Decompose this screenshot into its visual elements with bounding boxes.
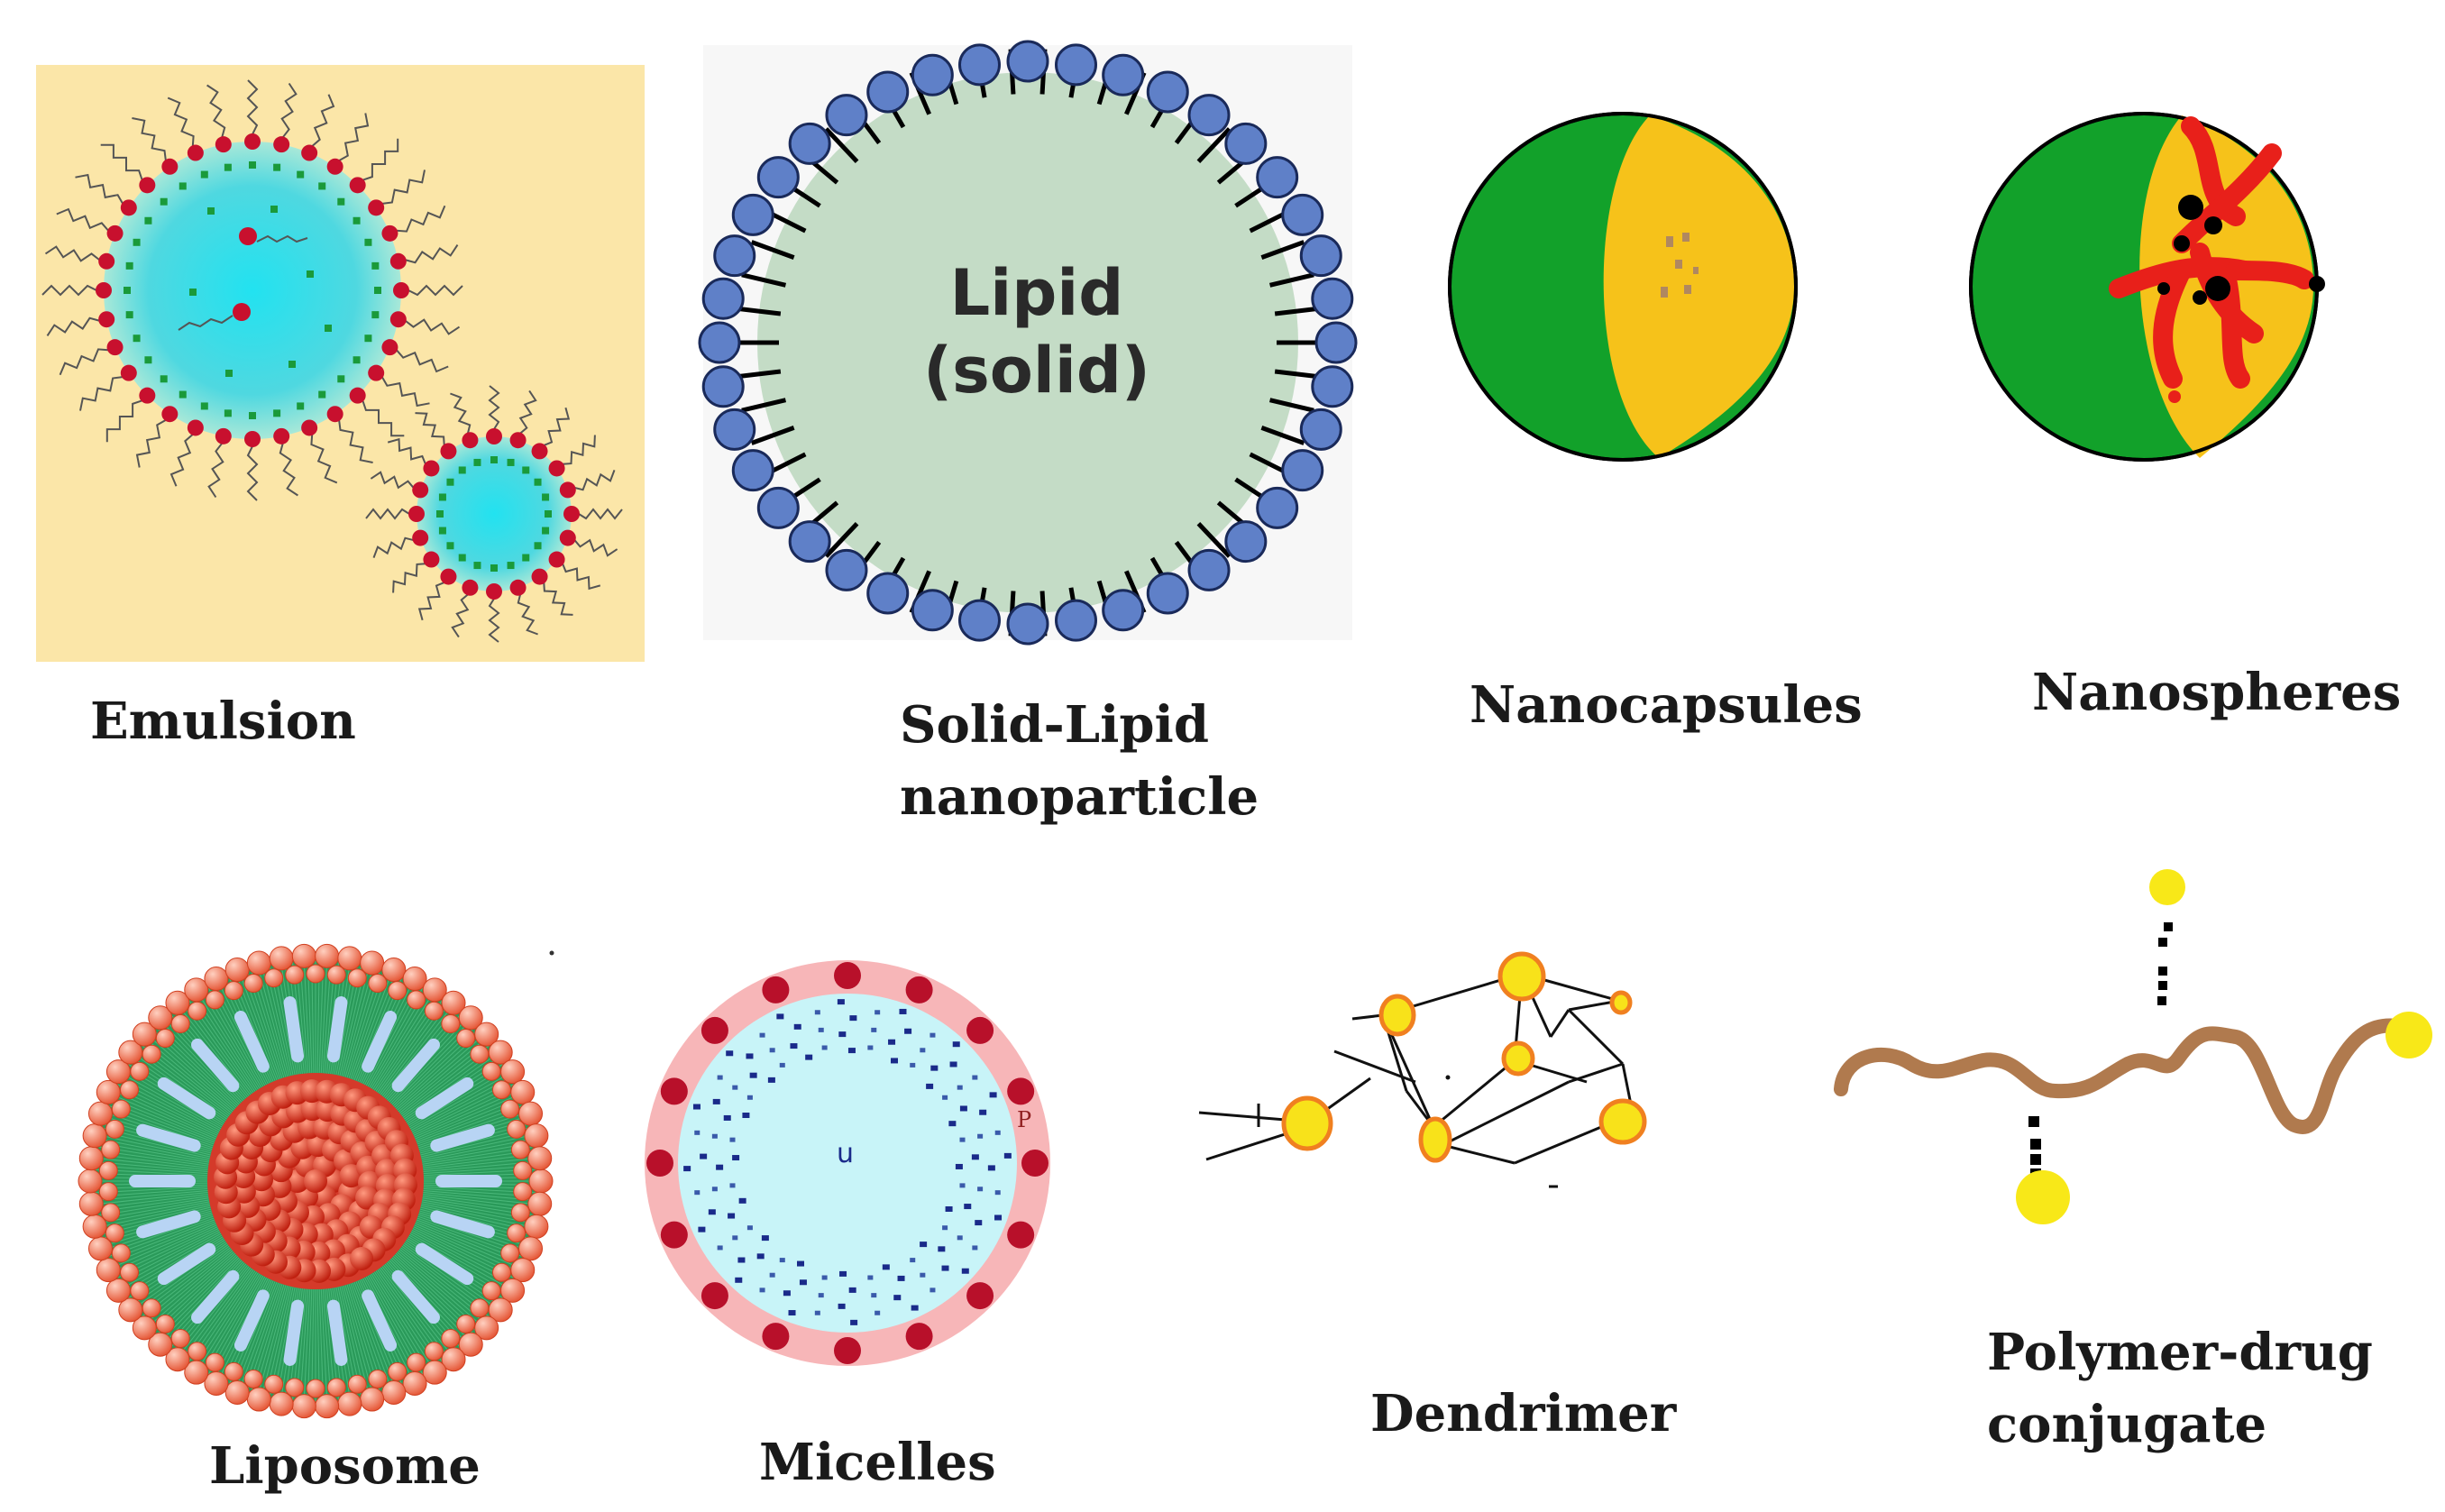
label-solid-lipid-nanoparticle: Solid-Lipid nanoparticle	[900, 689, 1259, 833]
sln-core-label-line2: (solid)	[923, 334, 1150, 408]
label-polymer-drug-conjugate: Polymer-drug conjugate	[1987, 1316, 2373, 1461]
solid-lipid-nanoparticle-illustration	[698, 40, 1358, 646]
sln-core-label: Lipid (solid)	[902, 254, 1172, 409]
label-emulsion: Emulsion	[90, 692, 356, 751]
sln-particle	[698, 40, 1358, 646]
label-dendrimer: Dendrimer	[1370, 1384, 1677, 1443]
nanosphere-illustration	[1969, 112, 2325, 462]
micelle-illustration	[645, 960, 1050, 1366]
emulsion-droplet-large	[41, 79, 463, 501]
label-nanocapsules: Nanocapsules	[1470, 675, 1863, 735]
label-pdc-line1: Polymer-drug	[1987, 1323, 2373, 1382]
polymer-drug-conjugate-illustration	[1834, 869, 2432, 1224]
micelle-core-label: u	[837, 1138, 855, 1169]
label-nanospheres: Nanospheres	[2032, 663, 2402, 722]
label-liposome: Liposome	[209, 1436, 481, 1496]
label-micelles: Micelles	[759, 1433, 996, 1492]
nanocapsule-illustration	[1448, 112, 1798, 462]
sln-core-label-line1: Lipid	[949, 256, 1124, 330]
label-sln-line2: nanoparticle	[900, 767, 1259, 827]
label-pdc-line2: conjugate	[1987, 1395, 2267, 1454]
dendrimer-illustration	[1198, 951, 1647, 1188]
emulsion-illustration	[36, 65, 645, 662]
label-sln-line1: Solid-Lipid	[900, 695, 1209, 755]
emulsion-droplet-small	[365, 385, 623, 643]
micelle-side-label: P	[1017, 1107, 1032, 1132]
liposome-illustration	[78, 943, 554, 1419]
